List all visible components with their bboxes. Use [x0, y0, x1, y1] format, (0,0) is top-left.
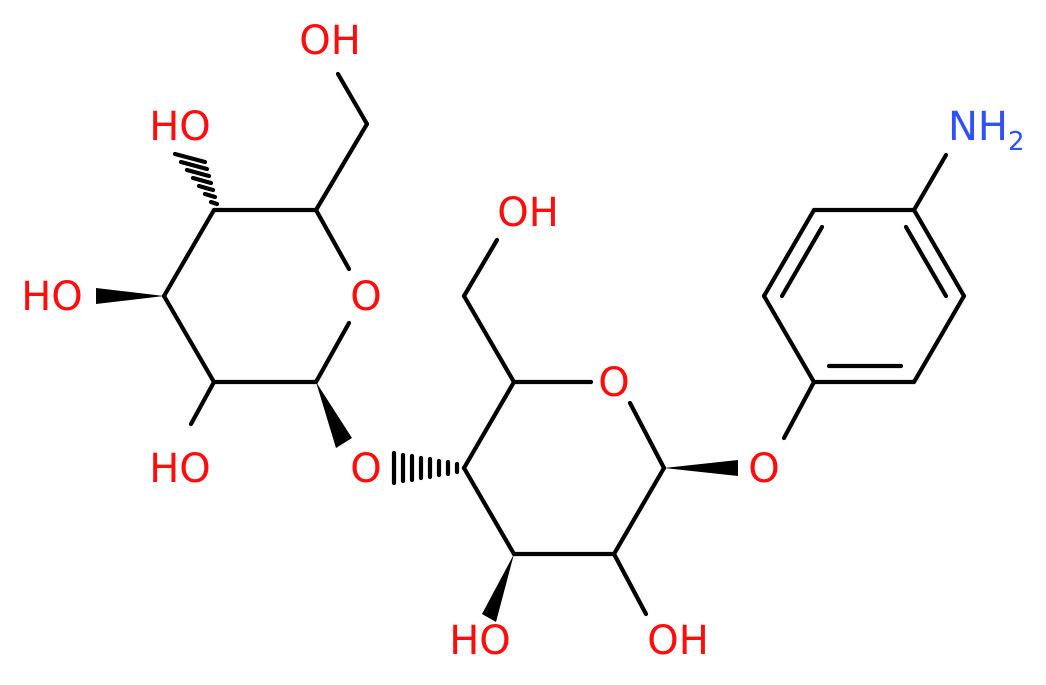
nh2-label: NH2: [948, 104, 1025, 157]
ho-left-label: HO: [21, 274, 83, 320]
oh-bottom-right-label: OH: [647, 618, 709, 664]
phenyl-ring-bonds: [761, 152, 967, 441]
o-ring-left-label: O: [350, 274, 381, 320]
oh-ch2-right-label: OH: [497, 190, 559, 236]
o-phenyl-label: O: [748, 446, 779, 492]
ho-upper-left-label: HO: [149, 104, 211, 150]
oh-top-label: OH: [299, 18, 361, 64]
solid-wedge-right-anomeric: [664, 460, 738, 476]
ho-bottom-left-label: HO: [449, 618, 511, 664]
solid-wedge-left-anomeric: [316, 382, 352, 448]
hash-wedge-left-upper: [172, 151, 220, 207]
right-ring-bonds: [461, 237, 667, 617]
solid-wedge-right-c3: [482, 554, 514, 622]
nh2-main: NH: [948, 104, 1008, 150]
ho-lower-left-label: HO: [149, 446, 211, 492]
left-ring-bonds: [161, 71, 370, 427]
o-glycosidic-label: O: [350, 446, 381, 492]
nh2-subscript: 2: [1008, 127, 1025, 157]
hash-wedge-right-glycosidic: [391, 450, 460, 486]
solid-wedge-left: [96, 288, 164, 304]
atom-labels: OH HO HO HO O O OH O O HO OH NH2: [21, 18, 1024, 664]
o-ring-right-label: O: [598, 360, 629, 406]
